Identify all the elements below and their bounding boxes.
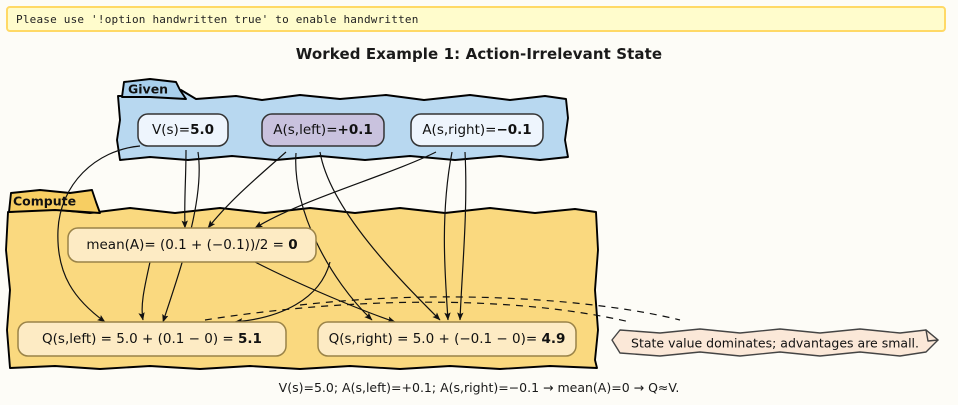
edge-vs-to-meana [181, 149, 188, 229]
edge-meana-to-qleft [138, 261, 151, 321]
edge-aleft-to-meana [207, 151, 287, 229]
node-a-s-left-shape[interactable] [261, 113, 385, 147]
side-note-shape [611, 328, 939, 357]
edge-aright-to-qright [457, 151, 467, 321]
edge-aright-to-qright-2 [443, 151, 453, 321]
node-v-s-shape[interactable] [137, 113, 229, 147]
node-q-s-left-shape[interactable] [17, 321, 287, 357]
handwritten-option-banner: Please use '!option handwritten true' to… [6, 6, 946, 32]
edge-dashed-to-note [204, 301, 631, 323]
node-q-s-right-shape[interactable] [317, 321, 577, 357]
edge-cross-to-qleft [234, 261, 331, 325]
edge-aright-to-meana [254, 151, 437, 229]
group-label-compute: Compute [13, 193, 77, 209]
node-a-s-right-shape[interactable] [410, 113, 544, 147]
group-given-tab [121, 78, 187, 100]
edge-meana-to-qright [254, 261, 396, 323]
edge-vs-to-qleft [57, 145, 141, 323]
group-label-given: Given [128, 81, 169, 97]
group-compute-tab [8, 189, 101, 214]
node-mean-a-shape[interactable] [67, 227, 317, 263]
page-title: Worked Example 1: Action-Irrelevant Stat… [295, 45, 663, 63]
edge-aleft-to-qright [319, 151, 441, 321]
diagram-caption: V(s)=5.0; A(s,left)=+0.1; A(s,right)=−0.… [278, 380, 680, 395]
side-note-fold [925, 329, 939, 342]
node-shapes [17, 113, 577, 357]
banner-text: Please use '!option handwritten true' to… [16, 12, 419, 26]
edge-layer [57, 145, 681, 325]
side-note-text: State value dominates; advantages are sm… [631, 335, 919, 351]
